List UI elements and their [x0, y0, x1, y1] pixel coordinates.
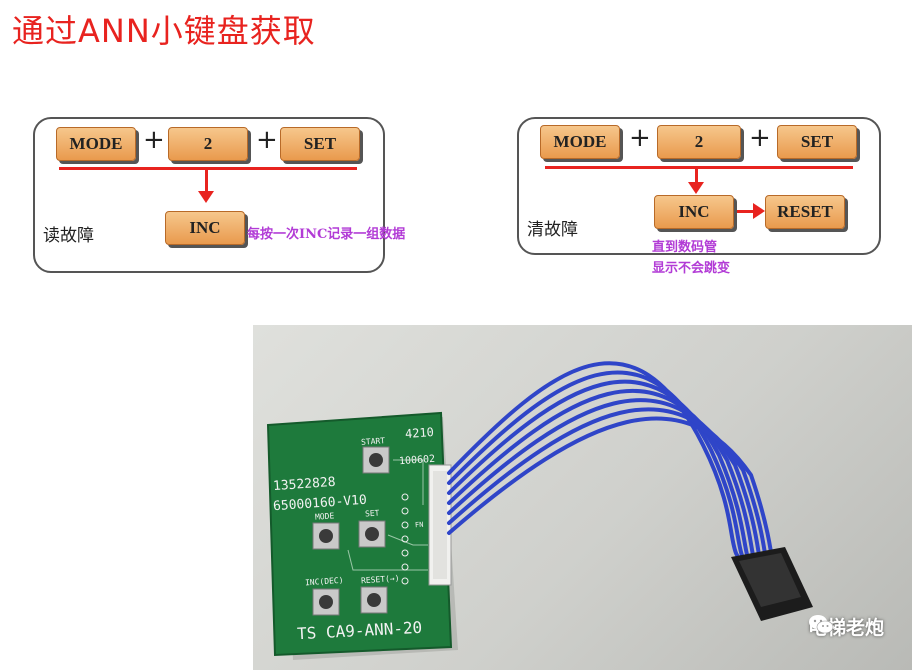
- board-label-start: START: [360, 436, 386, 447]
- clear-fault-panel: MODE + 2 + SET INC RESET 清故障: [517, 117, 881, 255]
- wechat-icon: [808, 615, 834, 634]
- read-fault-note: 每按一次INC记录一组数据: [247, 227, 406, 242]
- plus-sign: +: [143, 125, 165, 155]
- key-2: 2: [657, 125, 741, 159]
- clear-fault-note-line2: 显示不会跳变: [652, 261, 731, 276]
- pcb-button: [312, 522, 340, 550]
- arrow-down-icon: [198, 191, 214, 203]
- mode-key: MODE: [56, 127, 136, 161]
- watermark: 电梯老炮: [808, 613, 884, 640]
- arrow-shaft: [695, 168, 698, 184]
- arrow-down-icon: [688, 182, 704, 194]
- pcb-button: [358, 520, 386, 548]
- board-label-fn: FN: [414, 520, 424, 530]
- plus-sign: +: [749, 123, 771, 153]
- inc-key: INC: [165, 211, 245, 245]
- set-key: SET: [777, 125, 857, 159]
- combo-underline: [545, 166, 853, 169]
- arrow-shaft: [737, 210, 755, 213]
- keypad-photo: 4210 START 100602 13522828 65000160-V10 …: [253, 325, 912, 670]
- plus-sign: +: [256, 125, 278, 155]
- pcb-button: [362, 446, 390, 474]
- board-label-rev: 4210: [404, 425, 435, 441]
- board-label-mode: MODE: [314, 511, 335, 522]
- set-key: SET: [280, 127, 360, 161]
- inc-key: INC: [654, 195, 734, 229]
- read-fault-label: 读故障: [43, 226, 94, 246]
- combo-underline: [59, 167, 357, 170]
- reset-key: RESET: [765, 195, 845, 229]
- board-label-set: SET: [364, 508, 380, 519]
- pcb-button: [312, 588, 340, 616]
- plus-sign: +: [629, 123, 651, 153]
- arrow-shaft: [205, 169, 208, 193]
- key-2: 2: [168, 127, 248, 161]
- keypad-board-illustration: [266, 361, 813, 660]
- clear-fault-label: 清故障: [527, 220, 578, 240]
- read-fault-panel: MODE + 2 + SET INC 读故障 每按一次INC记录一组数据: [33, 117, 405, 273]
- arrow-right-icon: [753, 203, 765, 219]
- mode-key: MODE: [540, 125, 620, 159]
- pcb-button: [360, 586, 388, 614]
- page-title: 通过ANN小键盘获取: [12, 12, 316, 50]
- clear-fault-note-line1: 直到数码管: [652, 240, 718, 255]
